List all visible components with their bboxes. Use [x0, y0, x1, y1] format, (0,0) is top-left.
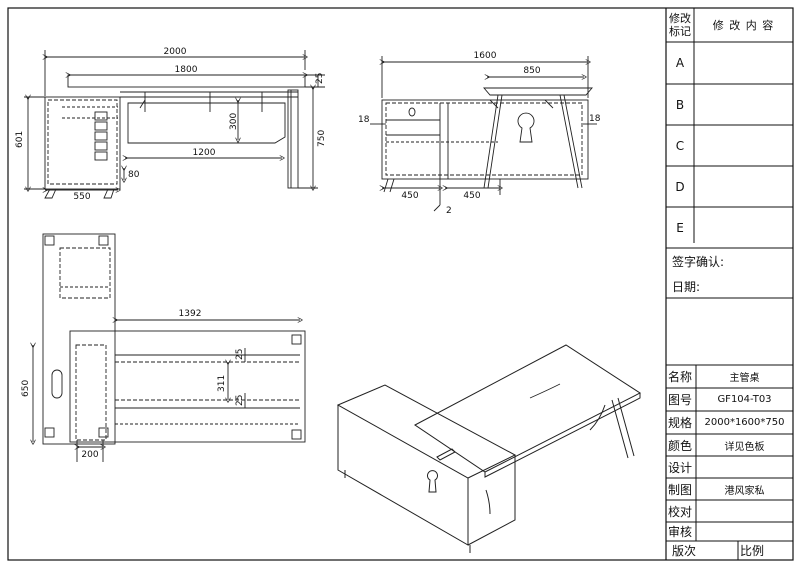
dim-height: 750 [317, 130, 327, 147]
design-label: 设计 [667, 460, 692, 475]
color-label: 颜色 [667, 438, 692, 453]
dim-panel-left: 18 [358, 115, 370, 125]
revision-e: E [676, 220, 684, 235]
dim-beam-bottom: 25 [235, 395, 245, 406]
revision-a: A [675, 56, 685, 70]
scale-label: 比例 [740, 544, 765, 558]
dim-beam-top: 25 [235, 349, 245, 360]
side-view [370, 56, 597, 212]
revision-d: D [675, 179, 685, 194]
dim-left-section: 450 [401, 191, 418, 201]
dim-cabinet-depth: 650 [21, 380, 31, 397]
revision-mark-header: 修改 标记 [669, 12, 691, 38]
revision-c: C [675, 138, 685, 153]
dim-gap: 2 [446, 206, 452, 216]
dim-modesty-height: 300 [229, 113, 239, 130]
dim-leg-span: 1200 [193, 148, 216, 158]
review-label: 审核 [667, 525, 692, 539]
check-value [696, 500, 793, 522]
top-view-dims: 1392 650 200 311 25 25 [21, 309, 245, 460]
dim-cabinet-width: 550 [73, 192, 90, 202]
color-value: 详见色板 [724, 441, 765, 453]
sign-confirm-label: 签字确认: [672, 254, 725, 269]
review-value [696, 522, 793, 541]
drawing-no-value: GF104-T03 [717, 394, 772, 405]
check-label: 校对 [667, 504, 692, 519]
dim-panel-right: 18 [589, 114, 601, 124]
dim-top-width: 1800 [175, 65, 198, 75]
revision-content-header: 修 改 内 容 [712, 19, 775, 32]
dim-depth: 1600 [474, 51, 497, 61]
dim-cabinet-height: 601 [15, 131, 25, 148]
front-view [24, 50, 325, 199]
dim-beam-gap: 311 [217, 375, 227, 392]
sheet-border [7, 7, 794, 561]
side-view-dims: 1600 850 18 18 450 450 2 [358, 51, 601, 216]
dim-top-thickness: 25 [315, 73, 325, 84]
dim-top-depth: 850 [523, 66, 540, 76]
revision-b: B [675, 97, 685, 112]
title-block-grid [666, 8, 793, 560]
design-value [696, 456, 793, 478]
dim-offset: 200 [81, 450, 98, 460]
date-label: 日期: [672, 279, 701, 294]
dim-overall-width: 2000 [164, 47, 187, 57]
title-block: 修改 标记 修 改 内 容 A B C D E 签字确认: 日期: 名称 主管桌… [666, 8, 793, 560]
front-view-dims: 2000 1800 25 300 1200 750 601 550 80 [15, 47, 327, 202]
spec-value: 2000*1600*750 [704, 417, 785, 428]
dim-right-section: 450 [463, 191, 480, 201]
version-label: 版次 [672, 544, 697, 558]
dim-inner-length: 1392 [179, 309, 202, 319]
dim-base-height: 80 [128, 170, 140, 180]
drafter-value: 港风家私 [724, 485, 765, 497]
isometric-view [336, 344, 641, 553]
spec-label: 规格 [667, 416, 692, 430]
name-value: 主管桌 [729, 373, 760, 384]
drawing-no-label: 图号 [667, 393, 692, 407]
top-view [33, 233, 306, 462]
name-label: 名称 [667, 370, 692, 384]
drafter-label: 制图 [667, 482, 692, 497]
